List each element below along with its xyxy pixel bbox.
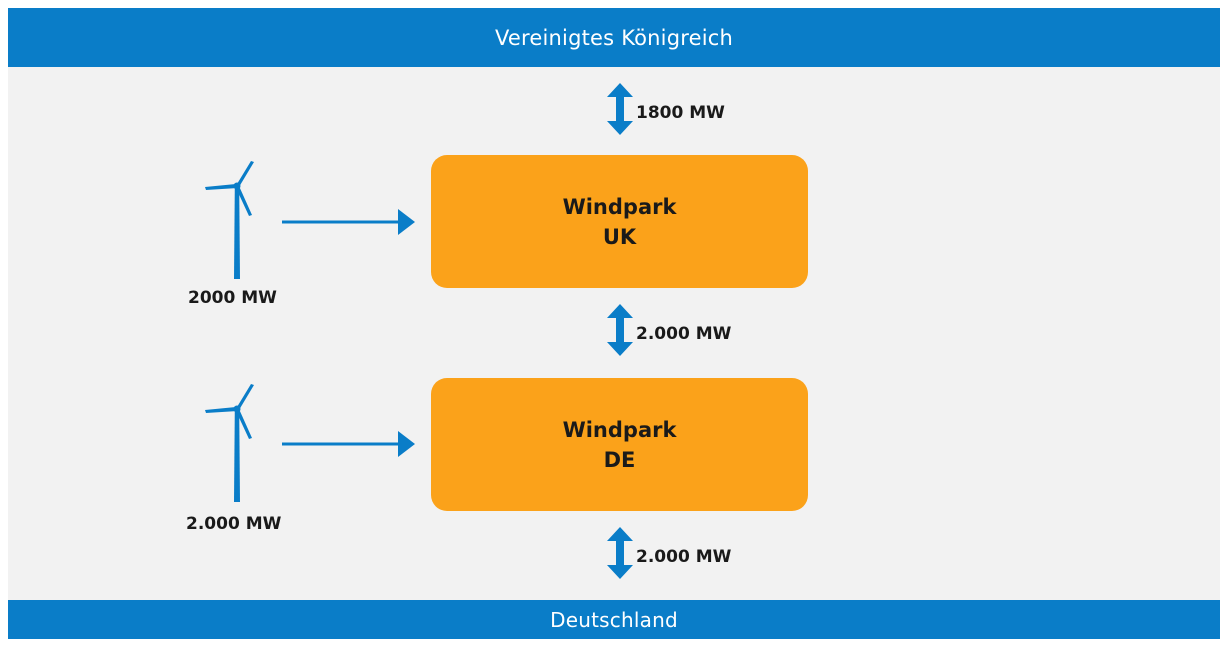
- wind-turbine-de-icon: [205, 384, 254, 502]
- windpark-uk-box: Windpark UK: [431, 155, 808, 288]
- connectors-layer: [205, 83, 633, 579]
- uk-band: Vereinigtes Königreich: [8, 8, 1220, 67]
- turbine-de-capacity-label: 2.000 MW: [186, 514, 282, 534]
- uk-band-label: Vereinigtes Königreich: [494, 25, 734, 50]
- turbine-uk-feed-arrow-icon: [282, 209, 415, 235]
- windpark-de-box: Windpark DE: [431, 378, 808, 511]
- turbine-de-feed-arrow-icon: [282, 431, 415, 457]
- uk-de-capacity-label: 2.000 MW: [636, 324, 732, 344]
- uk-de-double-arrow-icon: [607, 304, 633, 356]
- diagram-canvas: Vereinigtes Königreich Deutschland Windp…: [8, 8, 1220, 639]
- windpark-de-line1: Windpark: [562, 417, 677, 442]
- de-bottom-double-arrow-icon: [607, 527, 633, 579]
- windpark-uk-line2: UK: [602, 224, 637, 249]
- windpark-de-line2: DE: [603, 447, 636, 472]
- uk-top-capacity-label: 1800 MW: [636, 103, 725, 123]
- de-bottom-capacity-label: 2.000 MW: [636, 547, 732, 567]
- de-band-label: Deutschland: [550, 607, 678, 632]
- windpark-uk-line1: Windpark: [562, 194, 677, 219]
- wind-turbine-uk-icon: [205, 161, 254, 279]
- de-band: Deutschland: [8, 600, 1220, 639]
- uk-top-double-arrow-icon: [607, 83, 633, 135]
- turbine-uk-capacity-label: 2000 MW: [188, 288, 277, 308]
